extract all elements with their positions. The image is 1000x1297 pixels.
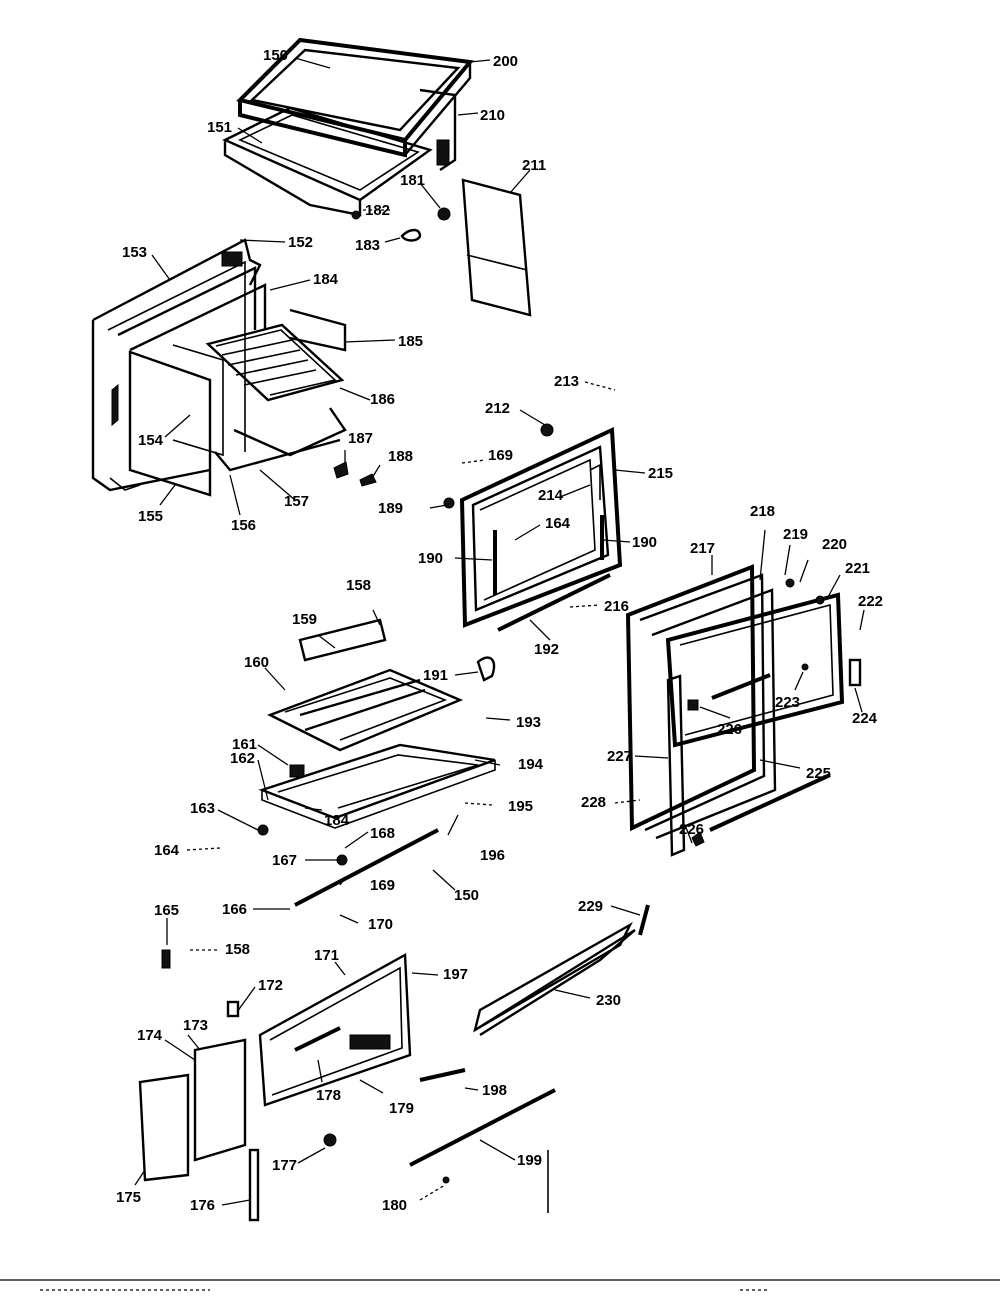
callout: 169 [488,447,513,464]
callout: 221 [845,560,870,577]
callout: 181 [400,172,425,189]
callout: 224 [852,710,878,727]
callout: 168 [370,825,395,842]
callout: 228 [581,794,606,811]
callout: 194 [518,756,544,773]
callout: 153 [122,244,147,261]
callout: 183 [355,237,380,254]
callout: 223 [775,694,800,711]
callout-labels: 150 200 210 151 181 211 182 183 153 152 … [116,47,883,1214]
callout: 188 [388,448,413,465]
lower-panels [138,904,650,1222]
oven-body [91,238,347,497]
callout: 182 [365,202,390,219]
callout: 177 [272,1157,297,1174]
callout: 167 [272,852,297,869]
callout: 211 [522,157,546,174]
callout: 226 [679,821,704,838]
callout: 166 [222,901,247,918]
callout: 169 [370,877,395,894]
side-panel-211 [461,178,532,317]
callout: 158 [225,941,250,958]
callout: 158 [346,577,371,594]
small-parts-187-188 [333,461,377,487]
callout: 171 [314,947,339,964]
callout: 150 [454,887,479,904]
callout: 210 [480,107,505,124]
callout: 229 [578,898,603,915]
callout: 152 [288,234,313,251]
callout: 173 [183,1017,208,1034]
callout: 197 [443,966,468,983]
callout: 174 [137,1027,163,1044]
callout: 165 [154,902,179,919]
callout: 184 [313,271,339,288]
callout: 187 [348,430,373,447]
callout: 185 [398,333,423,350]
callout: 160 [244,654,269,671]
callout: 225 [806,765,831,782]
callout: 227 [607,748,632,765]
callout: 215 [648,465,673,482]
callout: 156 [231,517,256,534]
callout: 212 [485,400,510,417]
callout: 161 [232,736,257,753]
callout: 226 [717,721,742,738]
callout: 180 [382,1197,407,1214]
callout: 164 [545,515,571,532]
callout: 198 [482,1082,507,1099]
leader-lines [0,57,1000,1291]
callout: 216 [604,598,629,615]
callout: 196 [480,847,505,864]
callout: 220 [822,536,847,553]
callout: 170 [368,916,393,933]
callout: 214 [538,487,564,504]
callout: 193 [516,714,541,731]
callout: 190 [632,534,657,551]
callout: 189 [378,500,403,517]
callout: 159 [292,611,317,628]
small-parts-181-183 [351,207,451,242]
callout: 163 [190,800,215,817]
callout: 155 [138,508,163,525]
callout: 178 [316,1087,341,1104]
callout: 200 [493,53,518,70]
oven-door-inner-frame [443,423,623,632]
callout: 176 [190,1197,215,1214]
callout: 217 [690,540,715,557]
callout: 230 [596,992,621,1009]
callout: 219 [783,526,808,543]
callout: 218 [750,503,775,520]
callout: 157 [284,493,309,510]
callout: 199 [517,1152,542,1169]
outer-door-assembly [625,564,862,857]
callout: 179 [389,1100,414,1117]
callout: 150 [263,47,288,64]
callout: 164 [154,842,180,859]
callout: 175 [116,1189,141,1206]
callout: 195 [508,798,533,815]
callout: 172 [258,977,283,994]
callout: 222 [858,593,883,610]
callout: 213 [554,373,579,390]
callout: 191 [423,667,448,684]
cooktop-tray-assembly [222,37,474,217]
callout: 151 [207,119,232,136]
callout: 192 [534,641,559,658]
callout: 186 [370,391,395,408]
callout: 162 [230,750,255,767]
callout: 184 [324,812,350,829]
callout: 154 [138,432,164,449]
callout: 190 [418,550,443,567]
